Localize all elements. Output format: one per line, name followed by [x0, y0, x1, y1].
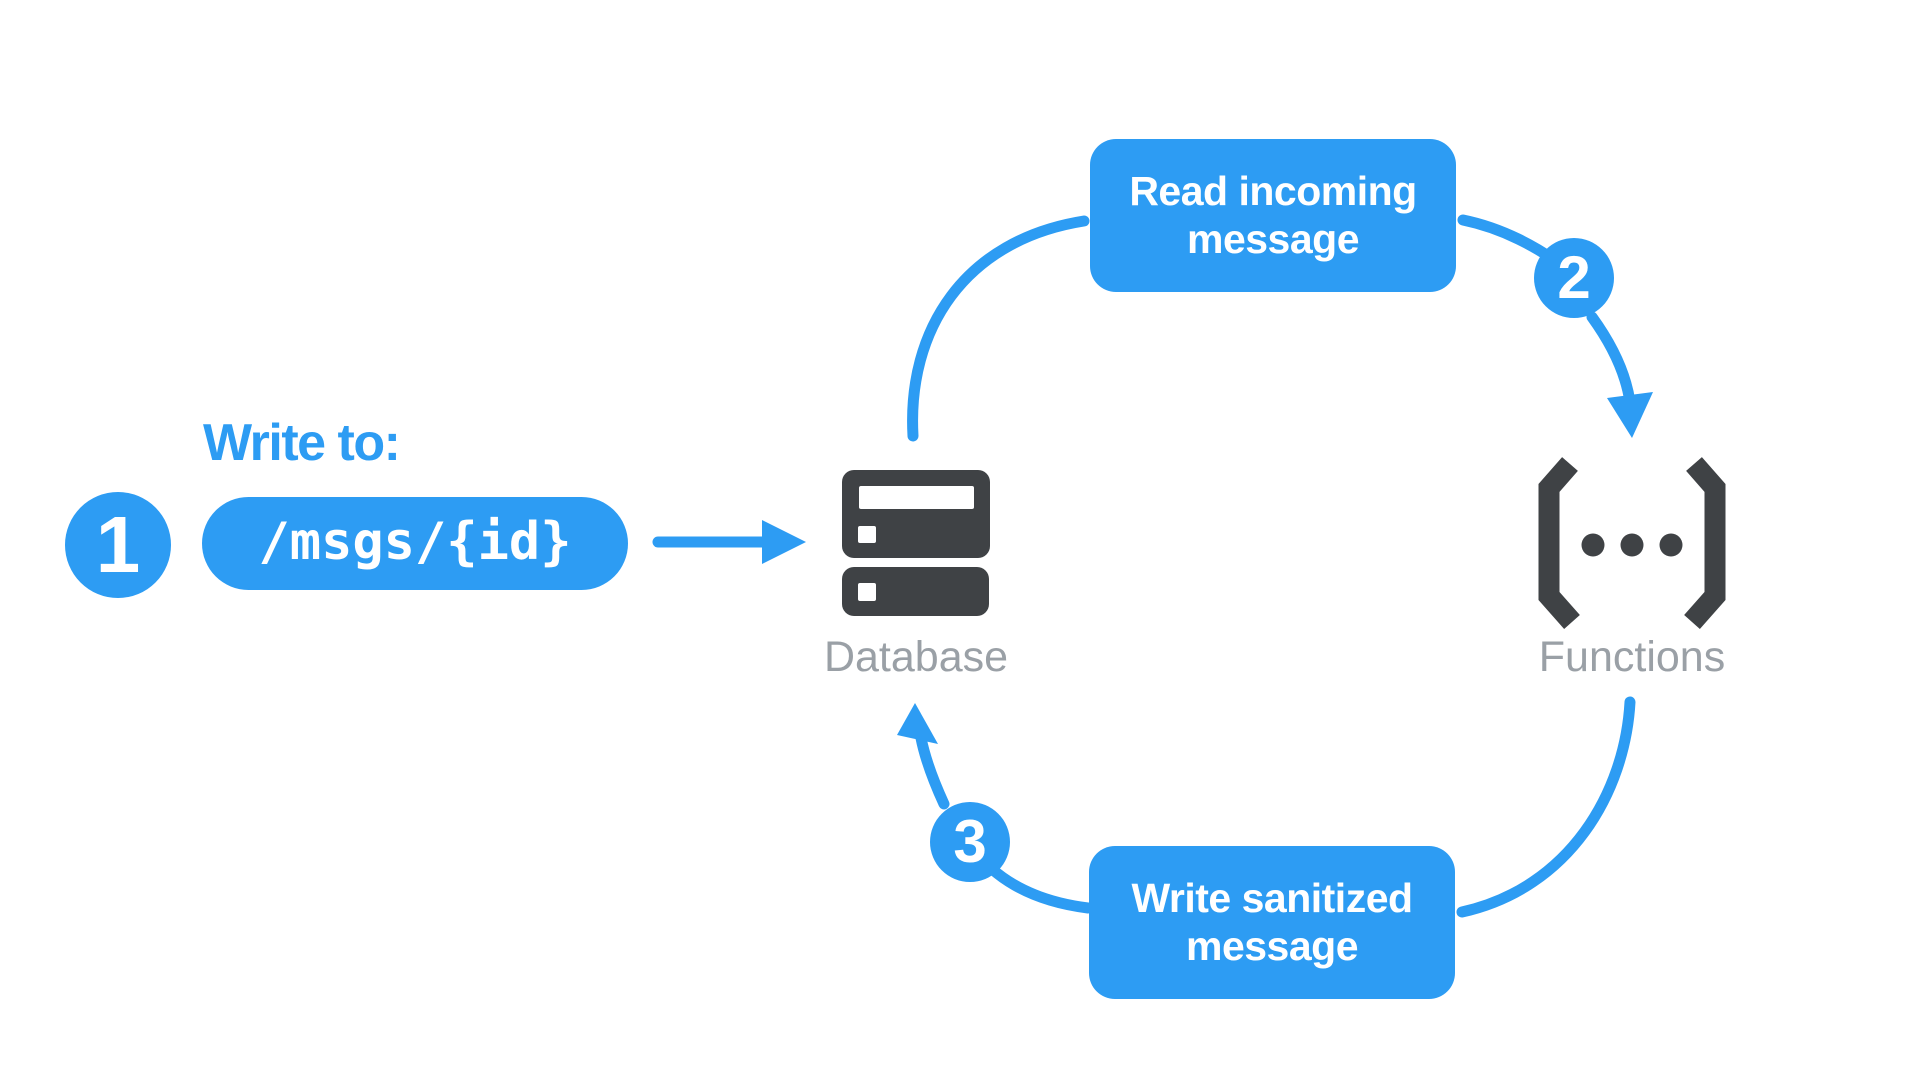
- arc-step2-to-functions: [1586, 311, 1636, 408]
- arc-database-to-read-box: [907, 215, 1090, 442]
- arc-write-box-to-step3: [986, 863, 1094, 914]
- down-arrow-icon: [1586, 311, 1653, 438]
- step-1-badge: 1: [65, 492, 171, 598]
- database-arrowhead: [897, 703, 938, 744]
- functions-arrowhead: [1607, 392, 1653, 438]
- path-pill: /msgs/{id}: [202, 497, 628, 590]
- write-sanitized-message-box: Write sanitized message: [1089, 846, 1455, 999]
- write-to-label: Write to:: [203, 414, 401, 472]
- arc-functions-to-write-box: [1456, 696, 1636, 918]
- cloud-functions-icon: [1538, 457, 1726, 629]
- write-arrowhead: [762, 520, 806, 564]
- read-incoming-message-box: Read incoming message: [1090, 139, 1456, 292]
- step-3-badge: 3: [930, 802, 1010, 882]
- database-icon: [842, 470, 990, 616]
- arc-step3-to-database: [915, 732, 950, 810]
- step-2-badge: 2: [1534, 238, 1614, 318]
- database-label: Database: [823, 633, 1009, 681]
- up-arrow-icon: [897, 703, 950, 810]
- right-arrow-icon: [652, 520, 806, 564]
- functions-label: Functions: [1538, 633, 1726, 681]
